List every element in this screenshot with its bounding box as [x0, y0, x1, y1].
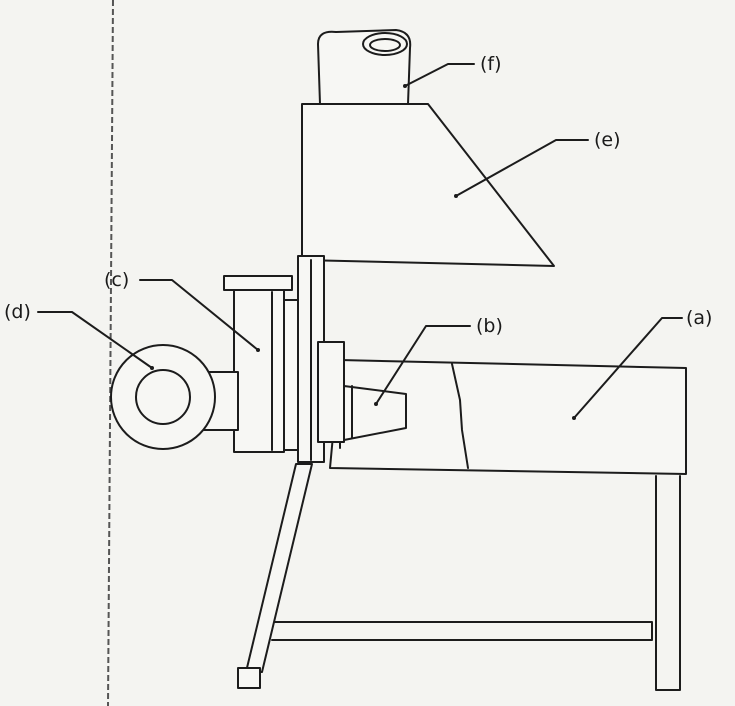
- page-margin-line: [107, 0, 114, 706]
- leader-lines: [37, 63, 683, 419]
- hopper-body: [301, 103, 555, 267]
- leader-c: [139, 279, 259, 351]
- column-flange: [317, 341, 345, 443]
- inlet-pipe-f: [317, 29, 412, 105]
- nozzle-cone: [343, 385, 407, 441]
- label-d: (d): [4, 301, 31, 323]
- leader-a: [573, 317, 683, 419]
- leader-b: [375, 325, 471, 405]
- blower-c: [223, 275, 299, 453]
- blower-top-flange: [223, 275, 293, 291]
- leader-d: [37, 311, 153, 369]
- leader-f: [404, 63, 475, 87]
- label-b: (b): [476, 315, 503, 337]
- center-column: [297, 255, 345, 463]
- slanted-leg: [245, 463, 313, 673]
- label-f: (f): [480, 53, 502, 75]
- motor-d: [110, 344, 239, 450]
- inlet-pipe-inner: [369, 38, 401, 52]
- blower-side-plate: [283, 299, 299, 451]
- leg-foot: [237, 667, 261, 689]
- blower-body: [233, 289, 285, 453]
- hopper-e: [301, 103, 555, 267]
- right-leg: [655, 475, 681, 691]
- leader-e: [455, 139, 589, 197]
- motor-inner: [135, 369, 191, 425]
- label-c: (c): [104, 269, 129, 291]
- support-frame: [237, 463, 681, 691]
- trough-divider: [451, 363, 469, 469]
- nozzle-b: [343, 385, 407, 441]
- label-e: (e): [594, 129, 621, 151]
- label-a: (a): [686, 307, 712, 329]
- cross-bar: [271, 621, 653, 641]
